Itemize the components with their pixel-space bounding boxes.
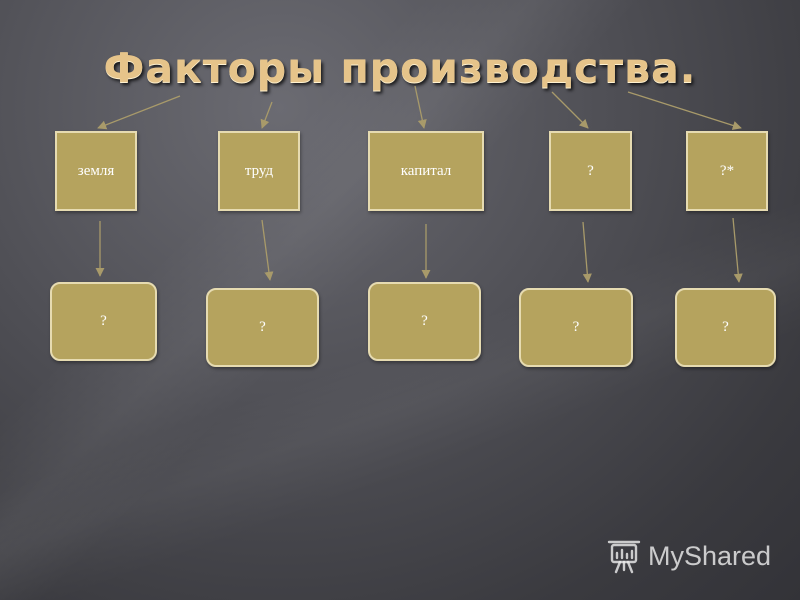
watermark: MyShared	[606, 536, 771, 576]
slide-title: Факторы производства.	[103, 44, 697, 92]
factor-box-land: земля	[55, 131, 137, 211]
connector-factor-5-to-income	[732, 217, 743, 283]
factor-box-capital: капитал	[368, 131, 484, 211]
factor-box-unknown-star: ?*	[686, 131, 768, 211]
connector-title-to-factor-3	[414, 85, 427, 129]
connector-title-to-factor-4	[551, 91, 589, 129]
connector-factor-2-to-income	[261, 219, 274, 281]
factor-box-labor: труд	[218, 131, 300, 211]
watermark-text: MyShared	[648, 540, 772, 571]
connector-title-to-factor-2	[260, 101, 273, 129]
presentation-board-icon	[607, 540, 641, 574]
income-box-unknown-star: ?	[675, 288, 776, 367]
income-box-land: ?	[50, 282, 157, 361]
income-box-capital: ?	[368, 282, 481, 361]
connector-factor-4-to-income	[582, 221, 592, 283]
connector-title-to-factor-1	[97, 95, 181, 130]
connector-title-to-factor-5	[627, 91, 742, 130]
income-box-unknown: ?	[519, 288, 633, 367]
factor-box-unknown: ?	[549, 131, 632, 211]
income-box-labor: ?	[206, 288, 319, 367]
